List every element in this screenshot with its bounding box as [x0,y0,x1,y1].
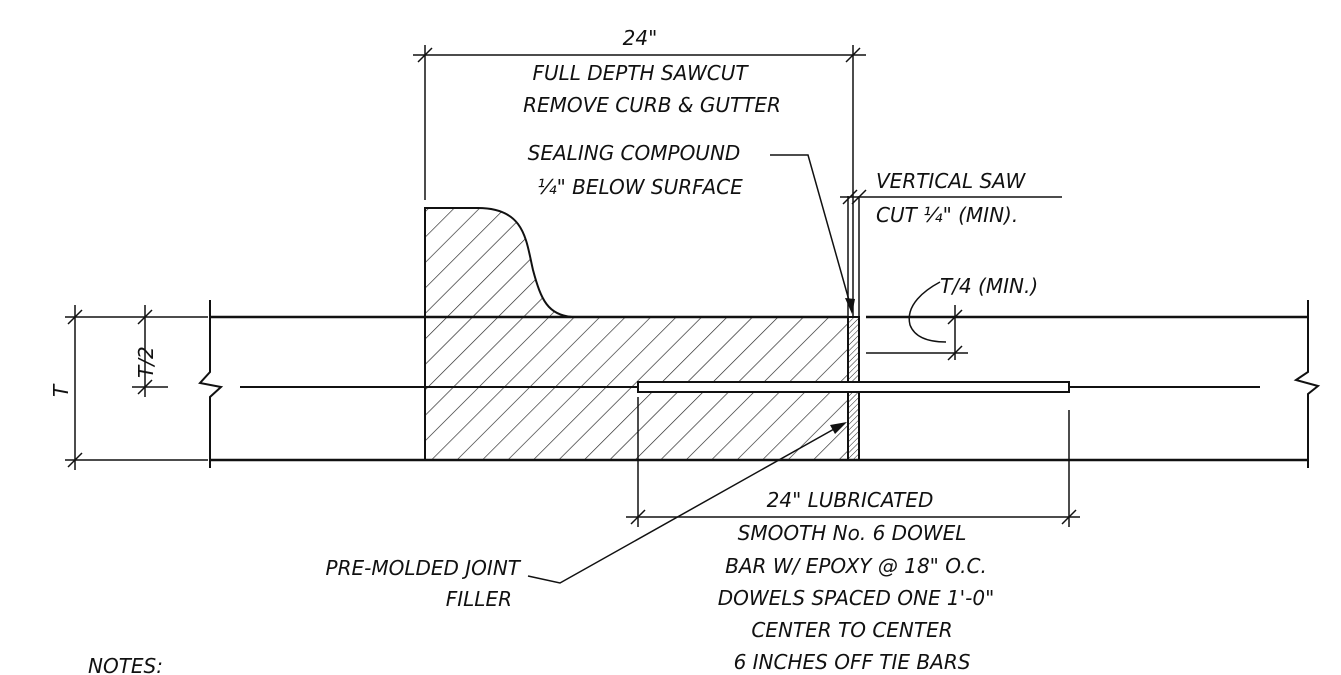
filler-text-line2: FILLER [446,587,512,611]
curb-gutter-hatched-section [424,207,849,461]
thickness-label: T [49,383,73,397]
sawcut-tick-right [845,47,861,63]
dowel-text-line4: DOWELS SPACED ONE 1'-0" [718,586,995,610]
vertical-text-line2: CUT ¼" (MIN). [876,203,1018,227]
t-tick-top [67,309,83,325]
sawcut-text-line2: REMOVE CURB & GUTTER [523,93,781,117]
sawcut-width-label: 24" [623,26,658,50]
sealing-arrowhead [845,298,855,314]
notes-heading: NOTES: [88,654,163,675]
dowel-text-line6: 6 INCHES OFF TIE BARS [734,650,971,674]
filler-arrowhead [830,422,847,434]
t2-tick-top [137,309,153,325]
t4-tick-top [947,309,963,325]
sealing-leader [770,154,853,312]
vertical-tick-right [851,189,867,205]
filler-text-line1: PRE-MOLDED JOINT [326,556,522,580]
right-break-line [1293,300,1321,468]
vertical-text-line1: VERTICAL SAW [876,169,1027,193]
t4-label: T/4 (MIN.) [940,274,1038,298]
sawcut-text-line1: FULL DEPTH SAWCUT [532,61,749,85]
t4-arc-leader [908,281,947,343]
half-thickness-label: T/2 [134,346,158,378]
sawcut-tick-left [417,47,433,63]
dowel-tick-left [630,509,646,525]
sealing-text-line1: SEALING COMPOUND [528,141,741,165]
dowel-text-line1: 24" LUBRICATED [767,488,934,512]
dowel-text-line3: BAR W/ EPOXY @ 18" O.C. [725,554,987,578]
filler-leader [527,423,844,584]
dowel-bar [637,381,1070,393]
vertical-tick-left [842,189,858,205]
dowel-text-line2: SMOOTH No. 6 DOWEL [738,521,967,545]
t2-tick-bottom [137,379,153,395]
left-break-line [198,300,224,468]
dowel-text-line5: CENTER TO CENTER [751,618,952,642]
dowel-tick-right [1061,509,1077,525]
t-tick-bottom [67,452,83,468]
sealing-text-line2: ¼" BELOW SURFACE [537,175,743,199]
